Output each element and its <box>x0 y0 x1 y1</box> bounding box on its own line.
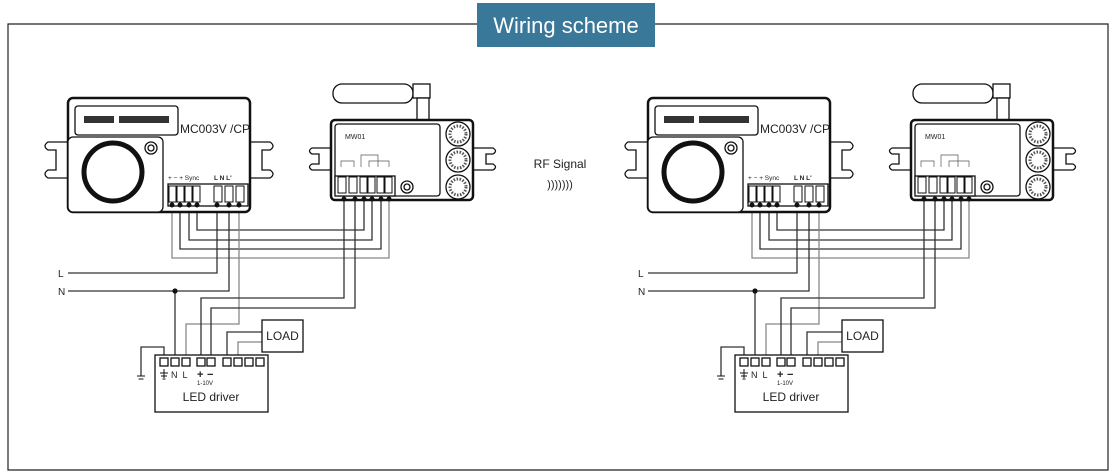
title-banner <box>477 3 655 47</box>
receiver-model: MW01 <box>345 134 365 141</box>
frame-border <box>7 23 1109 471</box>
sensor-terminals-low: + − + Sync <box>748 175 780 182</box>
dim-plus: + <box>197 369 203 381</box>
sensor-terminals-high: L N L' <box>214 175 232 182</box>
mains-l: L <box>58 269 64 280</box>
dim-range: 1-10V <box>197 381 213 387</box>
rf-signal-label: RF Signal <box>534 157 587 171</box>
circuit-right: MC003V /CP + − + Sync L N L' MW01 L N N … <box>625 84 1076 412</box>
sensor-terminals-low: + − + Sync <box>168 175 200 182</box>
mains-n: N <box>638 287 645 298</box>
sensor-model: MC003V /CP <box>180 122 250 136</box>
mains-n: N <box>58 287 65 298</box>
mains-l: L <box>638 269 644 280</box>
load-label: LOAD <box>846 329 879 343</box>
load-label: LOAD <box>266 329 299 343</box>
circuit-left: MC003V /CP + − + Sync L N L' MW01 L N N … <box>45 84 496 412</box>
circuit-drawing <box>625 84 1076 412</box>
driver-label: LED driver <box>183 390 240 404</box>
circuit-drawing <box>45 84 496 412</box>
receiver-model: MW01 <box>925 134 945 141</box>
dim-minus: − <box>787 369 793 381</box>
dim-plus: + <box>777 369 783 381</box>
dim-range: 1-10V <box>777 381 793 387</box>
sensor-model: MC003V /CP <box>760 122 830 136</box>
driver-terminals: N L <box>171 370 188 380</box>
dim-minus: − <box>207 369 213 381</box>
driver-terminals: N L <box>751 370 768 380</box>
sensor-terminals-high: L N L' <box>794 175 812 182</box>
title: Wiring scheme <box>493 13 638 38</box>
driver-label: LED driver <box>763 390 820 404</box>
rf-signal-waves: ))))))) <box>547 179 573 191</box>
